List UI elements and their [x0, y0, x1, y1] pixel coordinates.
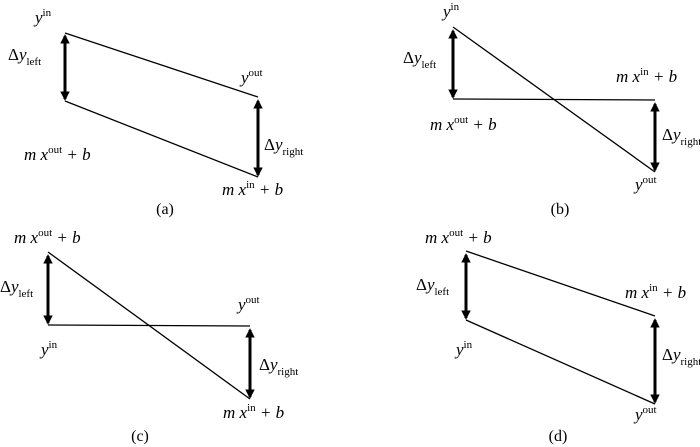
delta-left-label: Δyleft [0, 277, 33, 300]
left-bottom-label: m xout + b [24, 144, 91, 164]
delta-left-label: Δyleft [416, 275, 449, 298]
right-top-label: yout [236, 294, 260, 314]
delta-right-label: Δyright [662, 345, 700, 368]
left-bottom-label: m xout + b [430, 114, 497, 134]
edge-line-2 [465, 319, 656, 405]
panel-caption: (d) [549, 428, 568, 445]
panel-caption: (b) [551, 201, 570, 218]
edge-line-2 [47, 324, 251, 327]
right-bottom-label: m xin + b [222, 179, 283, 199]
delta-left-label: Δyleft [8, 45, 41, 68]
right-top-label: m xin + b [616, 66, 677, 86]
right-bottom-label: m xin + b [223, 402, 284, 422]
right-top-label: yout [239, 67, 263, 87]
delta-left-label: Δyleft [403, 48, 436, 71]
delta-right-label: Δyright [662, 125, 700, 148]
delta-right-label: Δyright [264, 135, 303, 158]
panel-caption: (a) [156, 201, 174, 218]
panel-caption: (c) [131, 428, 149, 445]
right-top-label: m xin + b [625, 282, 686, 302]
delta-right-label: Δyright [259, 355, 298, 378]
left-top-label: m xout + b [14, 227, 81, 247]
edge-line-2 [64, 100, 259, 178]
edge-line-1 [465, 250, 656, 317]
left-top-label: yin [33, 7, 52, 27]
right-bottom-label: yout [633, 404, 657, 424]
left-bottom-label: yin [39, 339, 58, 359]
left-top-label: m xout + b [425, 227, 492, 247]
left-bottom-label: yin [454, 339, 473, 359]
right-bottom-label: yout [633, 174, 657, 194]
edge-line-2 [452, 98, 656, 101]
edge-line-1 [64, 32, 259, 98]
left-top-label: yin [441, 1, 460, 21]
